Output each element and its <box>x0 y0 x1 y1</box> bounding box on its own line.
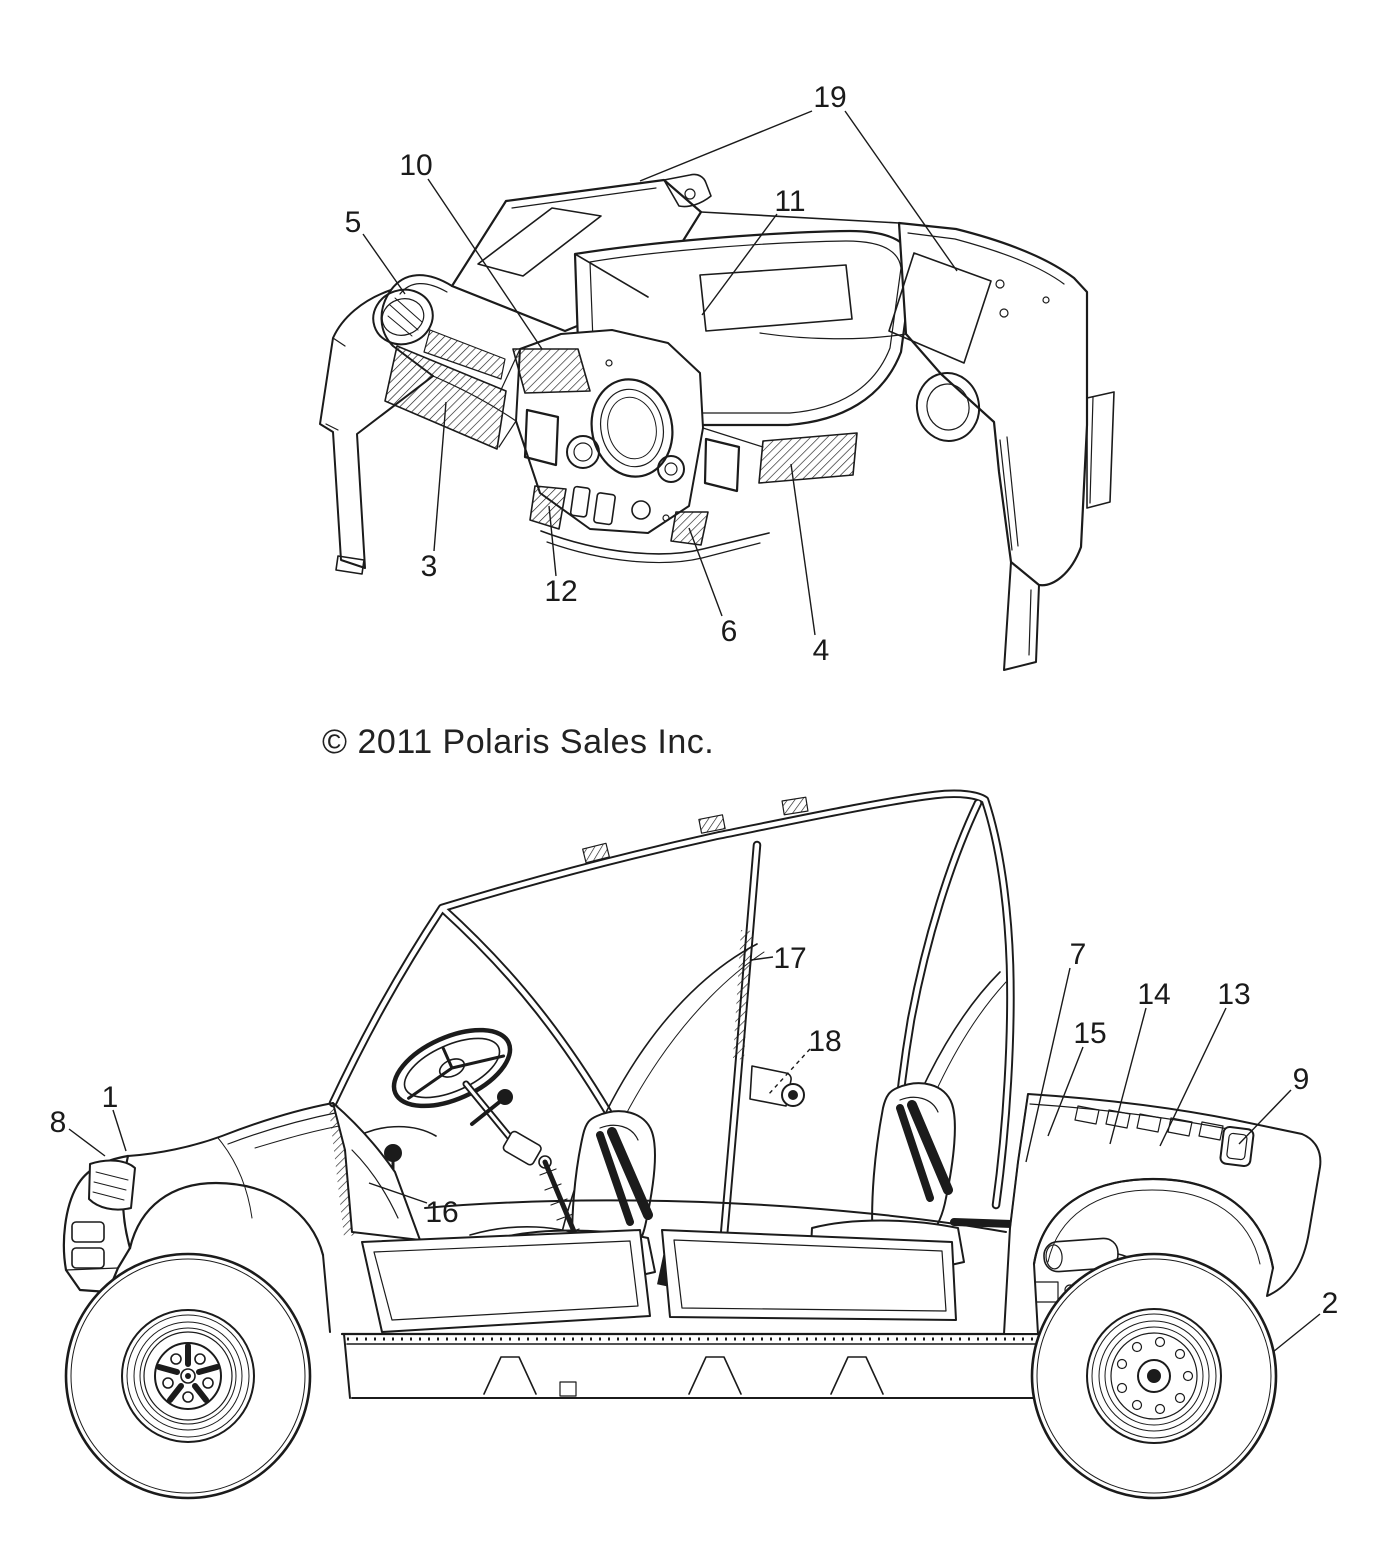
leader-line-12 <box>548 505 557 577</box>
callout-10: 10 <box>399 149 432 182</box>
left-headlight-pod <box>372 288 434 346</box>
leader-line-7 <box>1025 967 1071 1163</box>
leader-line-18 <box>767 1048 811 1096</box>
leader-line-4 <box>790 463 816 636</box>
grab-handle <box>749 1065 805 1107</box>
callout-16: 16 <box>425 1196 458 1229</box>
right-dash-decal <box>758 432 858 484</box>
center-dash <box>512 329 741 546</box>
leader-line-6 <box>688 527 723 617</box>
callout-15: 15 <box>1073 1017 1106 1050</box>
leader-line-5 <box>362 233 406 295</box>
callout-18: 18 <box>808 1025 841 1058</box>
leader-line-19 <box>639 110 813 182</box>
callout-8: 8 <box>50 1106 67 1139</box>
left-grille-decal <box>384 329 507 450</box>
rocker-panels <box>340 1199 1114 1399</box>
callout-19: 19 <box>813 81 846 114</box>
callout-7: 7 <box>1070 938 1087 971</box>
roll-cage <box>329 794 1010 1267</box>
callout-3: 3 <box>421 550 438 583</box>
leader-line-8 <box>68 1128 106 1157</box>
leader-line-2 <box>1272 1313 1321 1353</box>
leader-line-14 <box>1109 1007 1147 1145</box>
leader-line-16 <box>368 1182 428 1204</box>
callout-13: 13 <box>1217 978 1250 1011</box>
leader-line-3 <box>433 401 447 552</box>
leader-line-9 <box>1238 1089 1292 1145</box>
leader-line-19 <box>844 110 958 272</box>
callout-2: 2 <box>1322 1287 1339 1320</box>
callout-14: 14 <box>1137 978 1170 1011</box>
copyright-text: © 2011 Polaris Sales Inc. <box>322 723 714 761</box>
top-view-front-clip <box>319 173 1115 671</box>
callout-1: 1 <box>102 1081 119 1114</box>
leader-line-17 <box>750 956 774 961</box>
leader-line-11 <box>701 213 778 316</box>
side-view-vehicle <box>62 794 1322 1500</box>
front-wheel <box>64 1252 312 1500</box>
leader-line-15 <box>1047 1046 1084 1137</box>
right-fender <box>888 221 1115 671</box>
leader-line-13 <box>1159 1007 1227 1147</box>
front-body <box>62 1102 421 1333</box>
leader-line-10 <box>427 178 543 350</box>
left-fender <box>319 274 453 575</box>
rear-body <box>1003 1093 1322 1335</box>
callout-11: 11 <box>774 185 805 218</box>
callout-12: 12 <box>544 575 577 608</box>
leader-line-1 <box>112 1109 127 1152</box>
callout-5: 5 <box>345 206 362 239</box>
steering-wheel <box>351 1027 542 1174</box>
callout-6: 6 <box>721 615 738 648</box>
rear-wheel <box>1030 1252 1278 1500</box>
callout-9: 9 <box>1293 1063 1310 1096</box>
callout-17: 17 <box>773 942 806 975</box>
callout-4: 4 <box>813 634 830 667</box>
